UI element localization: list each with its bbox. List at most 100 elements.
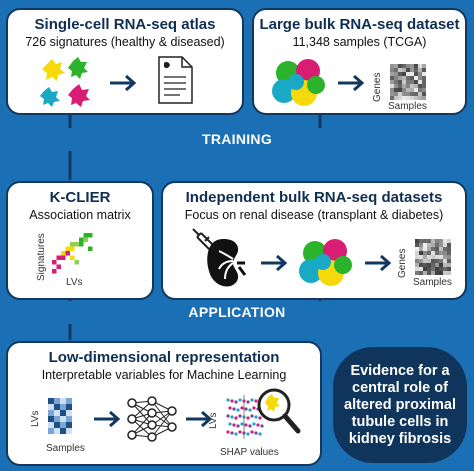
shap-point — [236, 424, 240, 428]
shap-point — [232, 423, 236, 427]
matrix-cell — [435, 239, 439, 243]
matrix-cell — [410, 88, 414, 92]
matrix-cell — [447, 263, 451, 267]
matrix-cell — [427, 263, 431, 267]
matrix-cell — [418, 68, 422, 72]
matrix-cell — [60, 410, 66, 416]
matrix-cell — [83, 237, 88, 242]
matrix-cell — [418, 80, 422, 84]
matrix-cell — [402, 92, 406, 96]
matrix-cell — [398, 96, 402, 100]
shap-point — [258, 432, 262, 436]
shap-point — [244, 407, 248, 411]
matrix-cell — [398, 80, 402, 84]
matrix-cell — [418, 76, 422, 80]
matrix-cell — [422, 64, 426, 68]
matrix-cell — [60, 416, 66, 422]
matrix-cell — [65, 251, 70, 256]
matrix-cell — [423, 263, 427, 267]
matrix-cell — [390, 76, 394, 80]
independent-panel: Independent bulk RNA-seq datasets Focus … — [161, 181, 467, 300]
matrix-cell — [394, 72, 398, 76]
shap-lvs-label: LVs — [208, 412, 219, 430]
independent-subtitle: Focus on renal disease (transplant & dia… — [184, 208, 444, 222]
arrow-icon — [186, 410, 213, 428]
matrix-cell — [414, 68, 418, 72]
matrix-cell — [427, 255, 431, 259]
matrix-cell — [435, 243, 439, 247]
matrix-cell — [394, 92, 398, 96]
matrix-cell — [60, 404, 66, 410]
shap-point — [234, 400, 238, 404]
matrix-cell — [410, 76, 414, 80]
bulk-panel: Large bulk RNA-seq dataset 11,348 sample… — [252, 8, 467, 115]
matrix-cell — [418, 88, 422, 92]
matrix-cell — [423, 247, 427, 251]
matrix-cell — [431, 247, 435, 251]
kidney-icon — [207, 239, 247, 287]
matrix-cell — [431, 243, 435, 247]
expression-matrix-icon — [415, 239, 451, 275]
matrix-cell — [390, 96, 394, 100]
matrix-cell — [61, 251, 66, 256]
matrix-cell — [394, 96, 398, 100]
matrix-cell — [435, 263, 439, 267]
matrix-cell — [60, 428, 66, 434]
matrix-cell — [447, 239, 451, 243]
matrix-cell — [402, 88, 406, 92]
shap-point — [226, 414, 230, 418]
matrix-cell — [422, 72, 426, 76]
matrix-cell — [66, 422, 72, 428]
matrix-cell — [88, 246, 93, 251]
matrix-cell — [54, 404, 60, 410]
matrix-cell — [427, 267, 431, 271]
syringe-icon — [192, 228, 216, 252]
lvs-label: LVs — [30, 410, 41, 428]
matrix-cell — [443, 239, 447, 243]
shap-point — [254, 399, 258, 403]
matrix-cell — [66, 404, 72, 410]
matrix-cell — [54, 398, 60, 404]
magnifier-icon — [257, 388, 301, 434]
shap-point — [238, 398, 242, 402]
matrix-cell — [414, 84, 418, 88]
matrix-cell — [415, 255, 419, 259]
shap-point — [254, 415, 258, 419]
atlas-title: Single-cell RNA-seq atlas — [34, 16, 216, 33]
shap-point — [252, 406, 256, 410]
matrix-cell — [394, 80, 398, 84]
matrix-cell — [418, 96, 422, 100]
matrix-cell — [422, 76, 426, 80]
bulk-subtitle: 11,348 samples (TCGA) — [292, 35, 427, 49]
matrix-cell — [419, 255, 423, 259]
matrix-cell — [422, 84, 426, 88]
shap-point — [226, 398, 230, 402]
shap-point — [244, 423, 248, 427]
matrix-cell — [398, 84, 402, 88]
shap-point — [238, 414, 242, 418]
matrix-cell — [447, 259, 451, 263]
matrix-cell — [427, 247, 431, 251]
matrix-cell — [447, 247, 451, 251]
matrix-cell — [431, 259, 435, 263]
matrix-cell — [422, 92, 426, 96]
matrix-cell — [402, 68, 406, 72]
matrix-cell — [390, 68, 394, 72]
matrix-cell — [394, 68, 398, 72]
neural-network-icon — [127, 396, 177, 442]
matrix-cell — [443, 255, 447, 259]
matrix-cell — [70, 246, 75, 251]
matrix-cell — [406, 64, 410, 68]
matrix-cell — [418, 64, 422, 68]
matrix-cell — [419, 247, 423, 251]
lowdim-title: Low-dimensional representation — [48, 349, 280, 366]
shap-point — [258, 416, 262, 420]
matrix-cell — [414, 92, 418, 96]
signatures-label: Signatures — [36, 233, 47, 281]
matrix-cell — [431, 267, 435, 271]
matrix-cell — [74, 242, 79, 247]
matrix-cell — [402, 64, 406, 68]
matrix-cell — [422, 88, 426, 92]
cell-cluster-icon — [272, 59, 325, 106]
